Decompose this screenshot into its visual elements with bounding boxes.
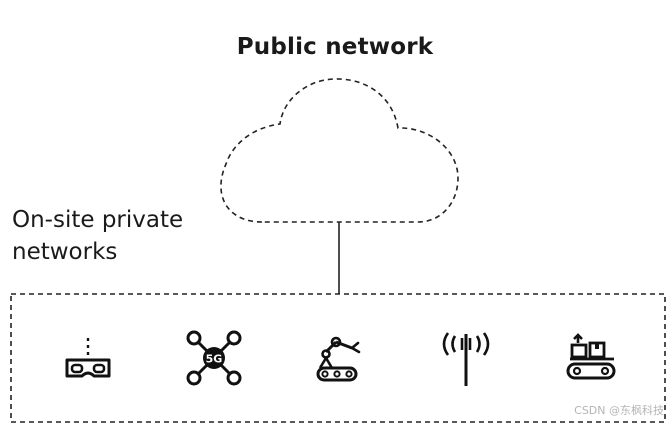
drone-5g-badge: 5G [206,353,223,366]
private-networks-label-line1: On-site private [12,207,184,233]
public-network-cloud [220,78,459,223]
public-network-title: Public network [236,34,434,60]
private-network-box [10,293,666,423]
antenna-mast-icon [436,328,496,388]
robot-arm-icon [312,328,372,388]
conveyor-icon [562,330,622,390]
private-networks-label-line2: networks [12,239,118,265]
vr-headset-icon [58,330,118,390]
watermark: CSDN @东枫科技 [574,404,664,417]
private-networks-label: On-site private networks [12,204,183,268]
drone-5g-icon: 5G [184,328,244,388]
